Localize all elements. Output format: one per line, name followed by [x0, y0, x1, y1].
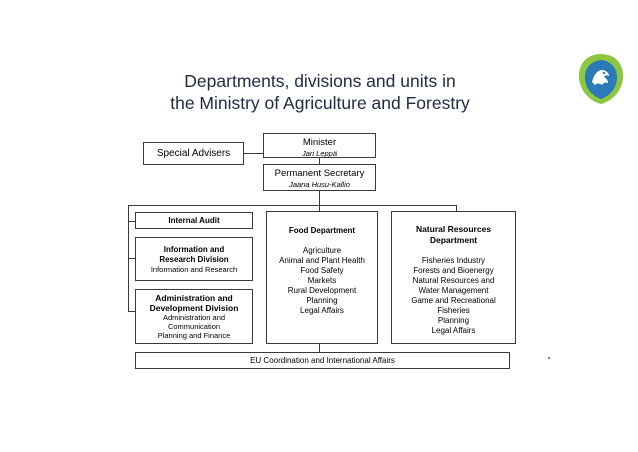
natural-resources-item-5: Game and Recreational: [411, 296, 496, 305]
connector-minister-secretary: [319, 157, 320, 165]
administration-development-item-3: Planning and Finance: [157, 331, 231, 340]
information-research-title-1: Information and: [163, 245, 225, 254]
connector-info-branch: [128, 258, 135, 259]
administration-development-title-1: Administration and: [155, 293, 233, 303]
minister-person: Jari Leppä: [301, 149, 338, 158]
connector-food-to-eu: [319, 344, 320, 352]
food-department-item-7: Legal Affairs: [300, 306, 344, 315]
permanent-secretary-person: Jaana Husu-Kallio: [289, 180, 350, 189]
title-line-1: Departments, divisions and units in: [184, 71, 456, 91]
natural-resources-item-6: Fisheries: [437, 306, 470, 315]
food-department-item-2: Animal and Plant Health: [279, 256, 365, 265]
food-department-title: Food Department: [288, 226, 356, 235]
eu-coordination-box: EU Coordination and International Affair…: [135, 352, 510, 369]
information-research-item: Information and Research: [150, 265, 238, 274]
finnish-lion-crest-icon: [578, 54, 624, 104]
natural-resources-item-1: Fisheries Industry: [421, 256, 486, 265]
connector-advisers-minister: [243, 153, 264, 154]
connector-main-bus: [128, 205, 456, 206]
administration-development-item-1: Administration and: [162, 313, 226, 322]
connector-secretary-bus: [319, 190, 320, 206]
food-department-box: Food Department Agriculture Animal and P…: [266, 211, 378, 344]
administration-development-title-2: Development Division: [149, 303, 239, 313]
natural-resources-department-box: Natural Resources Department Fisheries I…: [391, 211, 516, 344]
information-research-division-box: Information and Research Division Inform…: [135, 237, 253, 281]
special-advisers-box: Special Advisers: [143, 142, 244, 165]
natural-resources-item-7: Planning: [437, 316, 470, 325]
administration-development-division-box: Administration and Development Division …: [135, 289, 253, 344]
natural-resources-title-1: Natural Resources: [415, 224, 492, 234]
connector-food-drop: [319, 205, 320, 211]
connector-admin-branch: [128, 311, 135, 312]
food-department-item-4: Markets: [307, 276, 337, 285]
food-department-item-5: Rural Development: [287, 286, 357, 295]
minister-label: Minister: [302, 137, 337, 148]
natural-resources-item-8: Legal Affairs: [431, 326, 476, 335]
internal-audit-box: Internal Audit: [135, 212, 253, 229]
minister-box: Minister Jari Leppä: [263, 133, 376, 158]
administration-development-item-2: Communication: [167, 322, 221, 331]
decorative-dot: [548, 357, 550, 359]
connector-audit-branch: [128, 221, 135, 222]
natural-resources-item-2: Forests and Bioenergy: [413, 266, 494, 275]
natural-resources-item-3: Natural Resources and: [412, 276, 495, 285]
food-department-item-3: Food Safety: [300, 266, 344, 275]
information-research-title-2: Research Division: [159, 255, 229, 264]
connector-natural-drop: [456, 205, 457, 211]
permanent-secretary-box: Permanent Secretary Jaana Husu-Kallio: [263, 164, 376, 191]
natural-resources-title-2: Department: [429, 235, 478, 245]
eu-coordination-label: EU Coordination and International Affair…: [250, 356, 395, 365]
food-department-item-1: Agriculture: [302, 246, 342, 255]
page-title: Departments, divisions and units in the …: [100, 70, 540, 114]
internal-audit-label: Internal Audit: [168, 216, 220, 225]
permanent-secretary-label: Permanent Secretary: [274, 168, 365, 179]
title-line-2: the Ministry of Agriculture and Forestry: [170, 93, 470, 113]
special-advisers-label: Special Advisers: [156, 148, 231, 159]
natural-resources-item-4: Water Management: [418, 286, 489, 295]
food-department-item-6: Planning: [306, 296, 338, 305]
